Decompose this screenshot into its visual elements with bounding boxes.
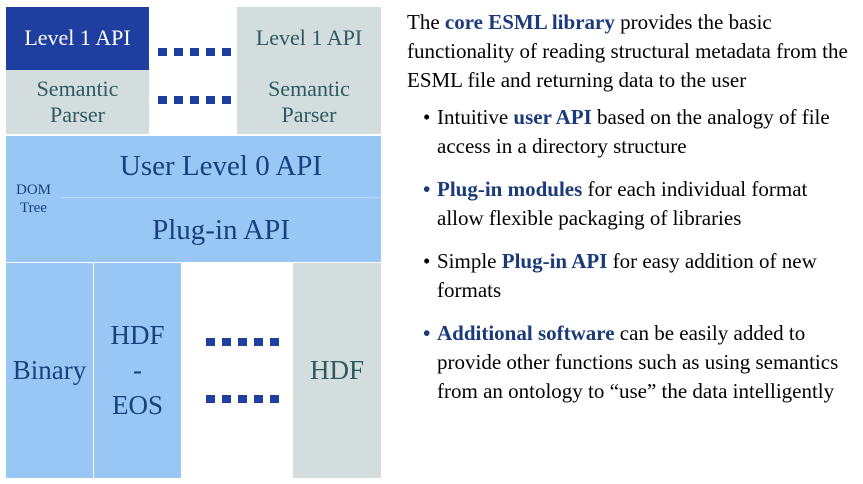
bullet-icon: •: [423, 177, 431, 201]
feature-list-item: •Simple Plug-in API for easy addition of…: [423, 247, 857, 305]
bullet-text-pre: Simple: [437, 249, 502, 273]
bullet-highlight: Plug-in modules: [437, 177, 583, 201]
dom-tree-block: DOM Tree: [6, 136, 61, 262]
dom-tree-line2: Tree: [20, 200, 47, 216]
hdf-eos-block: HDF - EOS: [94, 263, 181, 478]
plugin-api-block: Plug-in API: [61, 198, 381, 262]
bullet-text-pre: Intuitive: [437, 105, 514, 129]
intro-paragraph: The core ESML library provides the basic…: [407, 8, 857, 95]
feature-list-item: •Additional software can be easily added…: [423, 319, 857, 406]
hdf-label: HDF: [309, 355, 364, 386]
bullet-text-post: for easy addition of new formats: [437, 249, 817, 302]
bullet-highlight: Additional software: [437, 321, 615, 345]
bullet-text-post: based on the analogy of file access in a…: [437, 105, 830, 158]
user-level0-api-block: User Level 0 API: [61, 136, 381, 198]
binary-label: Binary: [12, 355, 87, 386]
semantic-parser-block-right: Semantic Parser: [237, 70, 381, 134]
bullet-icon: •: [423, 321, 431, 345]
hdf-eos-line3: EOS: [111, 390, 163, 421]
feature-list: •Intuitive user API based on the analogy…: [407, 103, 857, 406]
bullet-highlight: user API: [513, 105, 592, 129]
bullet-highlight: Plug-in API: [501, 249, 608, 273]
semantic-parser-right-line1: Semantic: [268, 75, 350, 101]
ellipsis-dots-top: [158, 48, 231, 56]
level1-api-label-right: Level 1 API: [255, 25, 363, 51]
level1-api-label-left: Level 1 API: [24, 25, 131, 51]
hdf-eos-line1: HDF: [110, 319, 165, 350]
semantic-parser-left-line1: Semantic: [36, 75, 119, 101]
feature-list-item: •Plug-in modules for each individual for…: [423, 175, 857, 233]
feature-list-item: •Intuitive user API based on the analogy…: [423, 103, 857, 161]
semantic-parser-block-left: Semantic Parser: [6, 70, 149, 134]
bullet-text-post: can be easily added to provide other fun…: [437, 321, 839, 403]
binary-block: Binary: [6, 263, 93, 478]
intro-text-pre: The: [407, 10, 445, 34]
ellipsis-dots-middle: [158, 96, 231, 104]
ellipsis-dots-bottom-lower: [206, 395, 279, 403]
user-level0-api-label: User Level 0 API: [119, 150, 323, 183]
intro-text-post: provides the basic functionality of read…: [407, 10, 848, 92]
bullet-text-post: for each individual format allow flexibl…: [437, 177, 808, 230]
description-panel: The core ESML library provides the basic…: [407, 8, 857, 420]
intro-highlight: core ESML library: [444, 10, 615, 34]
level1-api-block-right: Level 1 API: [237, 7, 381, 70]
bullet-icon: •: [423, 249, 431, 273]
dom-tree-line1: DOM: [15, 182, 51, 198]
ellipsis-dots-bottom-upper: [206, 338, 279, 346]
level1-api-block-left: Level 1 API: [6, 7, 149, 70]
plugin-api-label: Plug-in API: [152, 213, 290, 246]
semantic-parser-right-line2: Parser: [281, 102, 337, 127]
semantic-parser-left-line2: Parser: [50, 102, 105, 127]
hdf-eos-line2: -: [133, 354, 142, 385]
bullet-icon: •: [423, 105, 431, 129]
hdf-block: HDF: [293, 263, 381, 478]
